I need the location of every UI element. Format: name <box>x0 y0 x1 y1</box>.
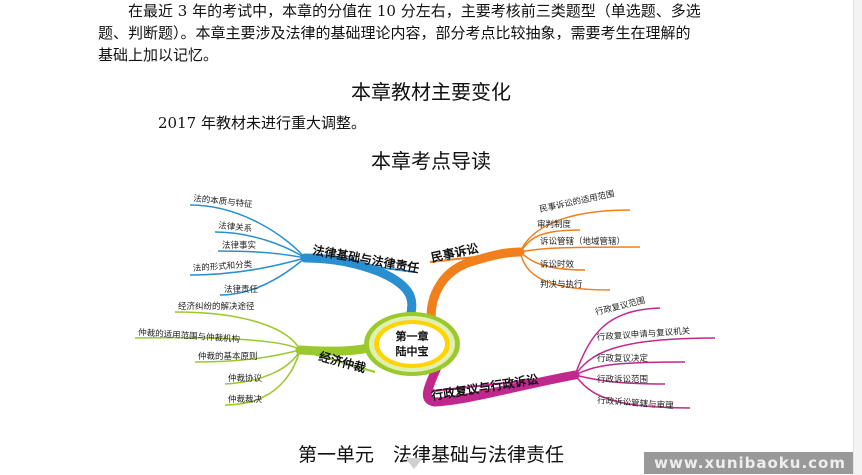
center-node: 第一章 陆中宝 <box>364 312 460 376</box>
trunk-legal <box>300 253 417 333</box>
leaves-civil <box>519 209 641 291</box>
leaf-legal-5: 法律责任 <box>224 284 259 295</box>
leaf-arbitration-2: 仲裁的适用范围与仲裁机构 <box>138 327 241 345</box>
watermark: www.xunibaoku.com <box>644 452 856 474</box>
leaf-civil-3: 诉讼管辖（地域管辖） <box>540 236 625 247</box>
trunk-civil <box>426 247 525 330</box>
leaf-legal-2: 法律关系 <box>218 220 253 234</box>
leaf-arbitration-3: 仲裁的基本原则 <box>198 351 258 362</box>
trunk-admin <box>422 355 580 407</box>
center-node-line1: 第一章 <box>396 329 429 343</box>
leaf-admin-5: 行政诉讼管辖与审理 <box>597 395 675 411</box>
leaf-civil-2: 审判制度 <box>537 219 572 230</box>
scrollbar[interactable] <box>853 0 862 475</box>
leaf-civil-4: 诉讼时效 <box>540 259 575 270</box>
leaf-arbitration-5: 仲裁裁决 <box>228 394 263 405</box>
leaf-legal-3: 法律事实 <box>222 240 256 251</box>
leaf-arbitration-4: 仲裁协议 <box>228 373 263 384</box>
intro-paragraph: 在最近 3 年的考试中，本章的分值在 10 分左右，主要考核前三类题型（单选题、… <box>98 0 728 66</box>
leaf-admin-1: 行政复议范围 <box>594 295 646 318</box>
leaf-legal-4: 法的形式和分类 <box>192 259 253 274</box>
watermark-arrow-icon <box>405 458 423 469</box>
leaf-civil-5: 判决与执行 <box>540 279 583 290</box>
intro-line-2: 题、判断题）。本章主要涉及法律的基础理论内容，部分考点比较抽象，需要考生在理解的 <box>98 24 691 42</box>
leaf-arbitration-1: 经济纠纷的解决途径 <box>178 301 255 312</box>
leaves-legal <box>189 204 306 296</box>
center-node-line2: 陆中宝 <box>396 344 429 358</box>
changes-heading: 本章教材主要变化 <box>351 80 511 104</box>
intro-line-1: 在最近 3 年的考试中，本章的分值在 10 分左右，主要考核前三类题型（单选题、… <box>128 2 701 20</box>
changes-text: 2017 年教材未进行重大调整。 <box>158 114 366 132</box>
guide-heading: 本章考点导读 <box>371 149 491 173</box>
intro-line-3: 基础上加以记忆。 <box>98 46 219 64</box>
leaf-admin-4: 行政诉讼范围 <box>597 374 648 385</box>
leaves-admin <box>574 307 716 409</box>
leaf-admin-2: 行政复议申请与复议机关 <box>596 325 691 343</box>
leaves-arbitration <box>134 311 301 406</box>
unit-title: 第一单元 法律基础与法律责任 <box>297 444 564 466</box>
leaf-admin-3: 行政复议决定 <box>597 353 649 364</box>
leaf-legal-1: 法的本质与特征 <box>193 193 254 210</box>
